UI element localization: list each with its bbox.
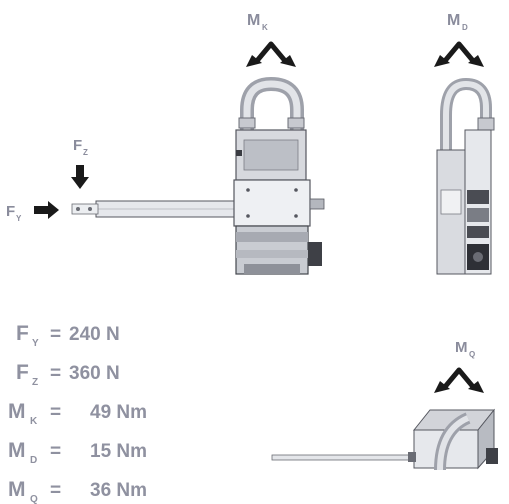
spec-subscript: Y	[32, 338, 39, 349]
force-fz-label-sub: Z	[83, 148, 88, 157]
spec-value: 15 Nm	[90, 441, 147, 462]
spec-subscript: D	[30, 455, 37, 466]
spec-equals: =	[50, 324, 61, 345]
moment-mq-label-sub: Q	[469, 350, 475, 359]
spec-subscript: Z	[32, 377, 38, 388]
moment-mk-label-sub: K	[262, 23, 268, 32]
spec-symbol: M	[8, 439, 26, 462]
spec-list: F Y = 240 N F Z = 360 N M K = 49 Nm M D …	[8, 322, 147, 504]
spec-equals: =	[50, 402, 61, 423]
spec-symbol: M	[8, 400, 26, 423]
curved-arrow-icon	[434, 41, 484, 67]
spec-value: 240 N	[69, 324, 120, 345]
gripper-side-view	[436, 77, 495, 275]
spec-row-fy: F Y = 240 N	[16, 322, 120, 349]
spec-row-mk: M K = 49 Nm	[8, 400, 147, 427]
right-arrow-icon	[34, 201, 59, 219]
spec-row-fz: F Z = 360 N	[16, 361, 120, 388]
moment-mk-group: M K	[246, 12, 296, 67]
spec-equals: =	[50, 363, 61, 384]
spec-row-mq: M Q = 36 Nm	[8, 478, 147, 504]
moment-mq-label-main: M	[455, 339, 468, 356]
spec-equals: =	[50, 480, 61, 501]
spec-subscript: Q	[30, 494, 38, 504]
spec-value: 36 Nm	[90, 480, 147, 501]
moment-mq-group: M Q	[434, 339, 484, 393]
spec-row-md: M D = 15 Nm	[8, 439, 147, 466]
force-fz-label-main: F	[73, 137, 82, 154]
spec-symbol: M	[8, 478, 26, 501]
moment-md-group: M D	[434, 12, 484, 67]
force-fy-label-main: F	[6, 203, 15, 220]
gripper-front-view	[71, 76, 325, 275]
spec-value: 49 Nm	[90, 402, 147, 423]
gripper-top-view	[271, 408, 498, 471]
moment-mk-label-main: M	[247, 12, 260, 29]
curved-arrow-icon	[434, 367, 484, 393]
spec-value: 360 N	[69, 363, 120, 384]
spec-equals: =	[50, 441, 61, 462]
curved-arrow-icon	[246, 41, 296, 67]
moment-md-label-sub: D	[462, 23, 468, 32]
down-arrow-icon	[71, 165, 89, 189]
force-fz-group: F Z	[71, 137, 89, 189]
moment-md-label-main: M	[447, 12, 460, 29]
spec-subscript: K	[30, 416, 38, 427]
force-fy-group: F Y	[6, 201, 59, 223]
force-fy-label-sub: Y	[16, 214, 22, 223]
spec-symbol: F	[16, 361, 29, 384]
spec-symbol: F	[16, 322, 29, 345]
